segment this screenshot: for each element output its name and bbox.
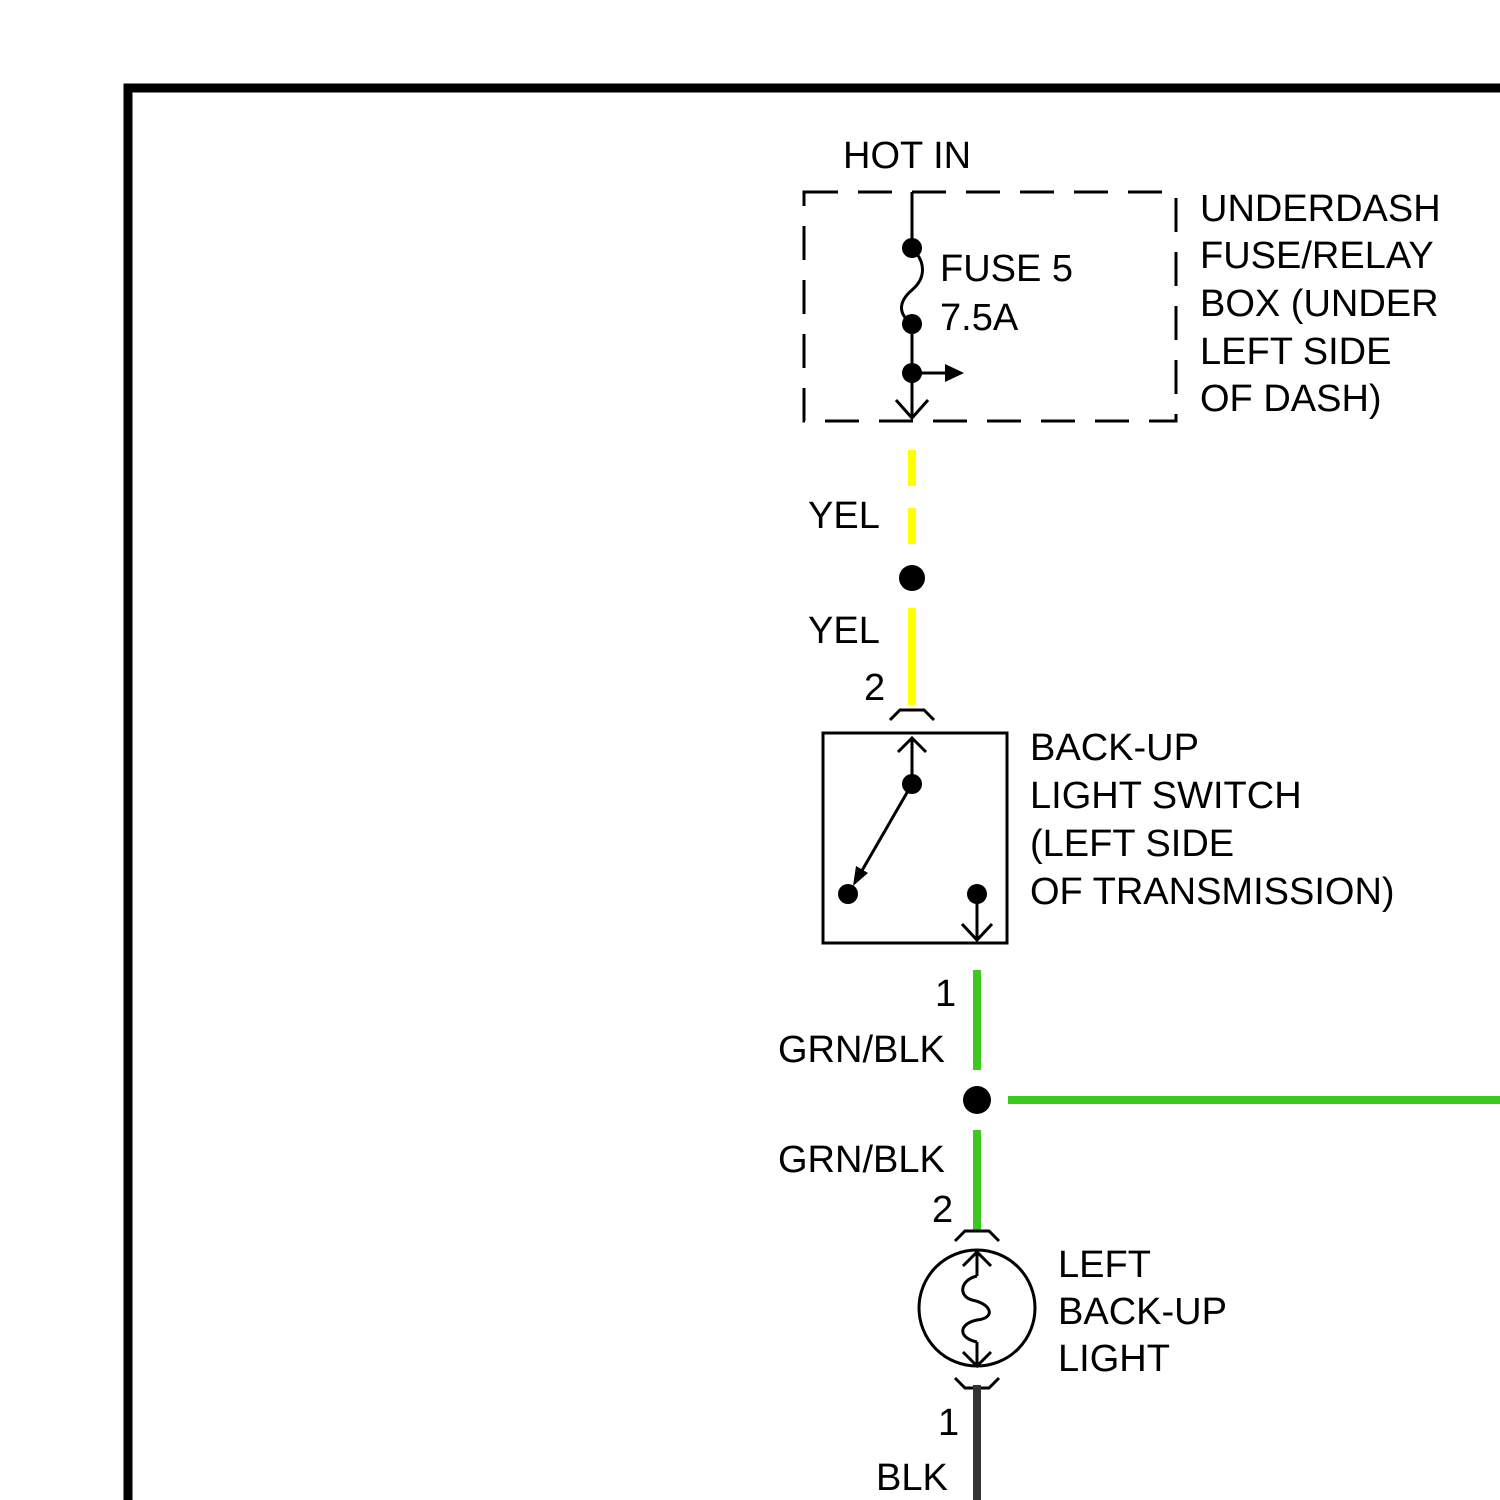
hot-in-label: HOT IN (843, 135, 971, 177)
fuse-box-label-line-5: OF DASH) (1200, 378, 1382, 420)
backup-light-switch (823, 733, 1007, 943)
light-connector-top (955, 1231, 999, 1241)
switch-blade-arrow-icon (853, 866, 868, 886)
blk-wire-label: BLK (876, 1457, 948, 1499)
fuse-box-label-line-2: FUSE/RELAY (1200, 235, 1434, 277)
switch-label-line-3: (LEFT SIDE (1030, 823, 1234, 865)
fuse-rating: 7.5A (940, 297, 1019, 339)
fuse-box-label-line-3: BOX (UNDER (1200, 283, 1439, 325)
switch-blade (860, 784, 912, 874)
grn-wire-label-lower: GRN/BLK (778, 1139, 945, 1181)
yel-wire-label-lower: YEL (808, 610, 880, 652)
light-label-line-1: LEFT (1058, 1244, 1151, 1286)
switch-pin-2-label: 2 (864, 667, 885, 709)
switch-label-line-2: LIGHT SWITCH (1030, 775, 1302, 817)
fuse-box-label-line-4: LEFT SIDE (1200, 331, 1391, 373)
yel-splice-dot (899, 565, 925, 591)
bulb-filament-icon (963, 1276, 990, 1342)
yel-wire-label-upper: YEL (808, 495, 880, 537)
fuse-icon (902, 248, 923, 324)
switch-contact-open (838, 884, 858, 904)
light-label-line-2: BACK-UP (1058, 1291, 1227, 1333)
switch-label-line-4: OF TRANSMISSION) (1030, 871, 1395, 913)
switch-label-line-1: BACK-UP (1030, 727, 1199, 769)
switch-pin-1-label: 1 (935, 973, 956, 1015)
switch-connector-top (890, 710, 934, 720)
fuse-name: FUSE 5 (940, 248, 1073, 290)
grn-wire-label-upper: GRN/BLK (778, 1029, 945, 1071)
light-pin-1-label: 1 (938, 1402, 959, 1444)
light-pin-2-label: 2 (932, 1189, 953, 1231)
light-label-line-3: LIGHT (1058, 1338, 1170, 1380)
branch-arrow-icon (945, 364, 964, 382)
fuse-box-label-line-1: UNDERDASH (1200, 188, 1441, 230)
grn-splice-dot (963, 1086, 991, 1114)
